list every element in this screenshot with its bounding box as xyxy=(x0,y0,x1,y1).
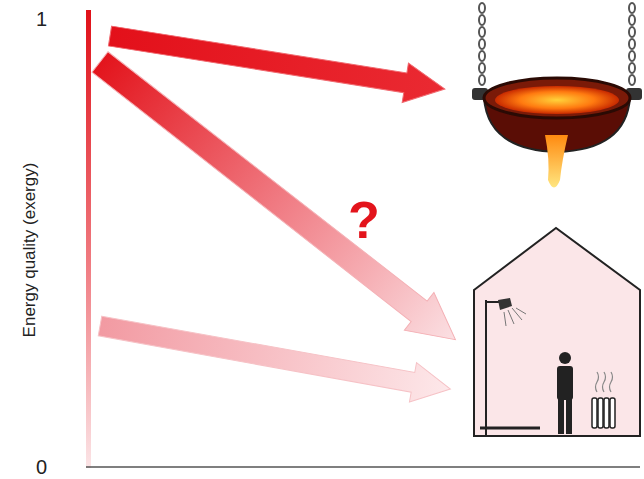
mismatch-arrow xyxy=(85,43,470,358)
axis-min-value: 0 xyxy=(36,456,47,479)
house-illustration xyxy=(474,228,640,436)
question-mark: ? xyxy=(348,190,380,250)
x-axis xyxy=(86,466,640,468)
low-exergy-arrow xyxy=(96,306,453,408)
axis-title: Energy quality (exergy) xyxy=(20,163,40,338)
ladle-illustration xyxy=(472,3,642,188)
axis-max-value: 1 xyxy=(36,8,47,31)
y-axis xyxy=(86,10,91,468)
